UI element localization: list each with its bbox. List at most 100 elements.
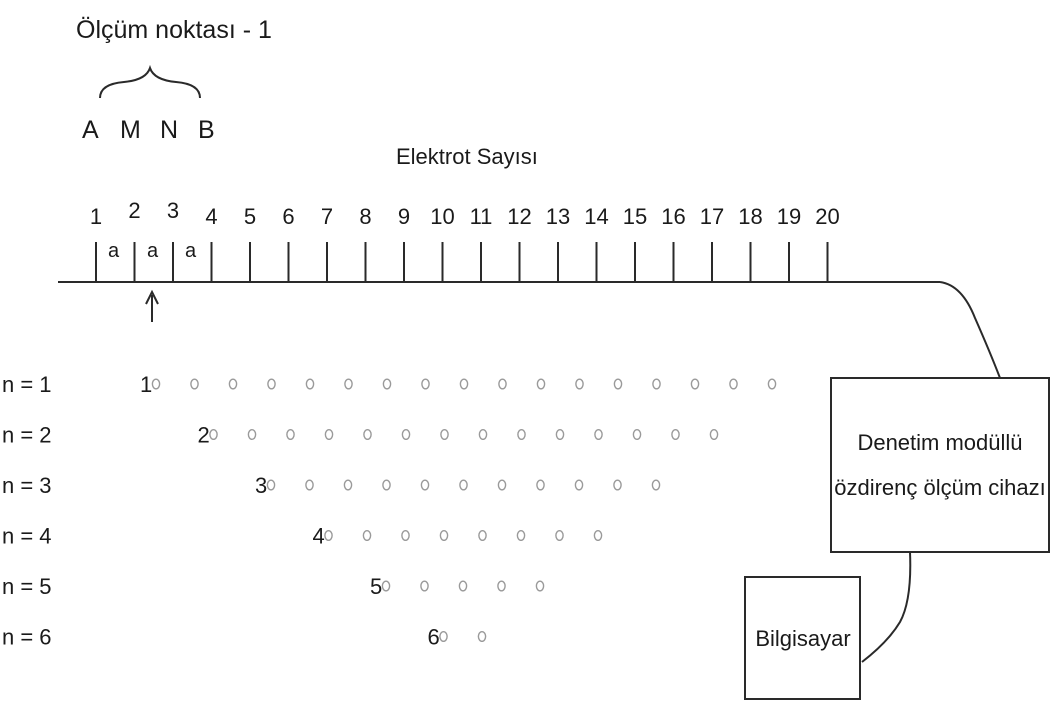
level-label-n4: n = 4	[2, 524, 52, 549]
measurement-point	[535, 580, 545, 592]
measurement-point	[305, 378, 315, 390]
measurement-point	[266, 479, 276, 491]
measurement-point	[420, 479, 430, 491]
measurement-point	[709, 429, 719, 441]
spacing-label-2: a	[147, 240, 159, 262]
measurement-point	[555, 429, 565, 441]
measurement-point	[439, 631, 448, 643]
measurement-point	[594, 429, 603, 441]
measurement-point	[652, 378, 661, 390]
measurement-point	[363, 429, 372, 441]
computer-box	[744, 576, 861, 700]
electrode-number-15: 15	[623, 204, 647, 229]
measurement-point	[401, 429, 411, 441]
electrode-number-4: 4	[205, 204, 217, 229]
electrode-number-3: 3	[167, 198, 179, 223]
measurement-point	[574, 479, 584, 491]
measurement-arrow-head	[145, 289, 159, 305]
measurement-point	[690, 378, 700, 390]
level-label-n1: n = 1	[2, 372, 52, 397]
measurement-point	[382, 378, 392, 390]
measurement-point	[498, 378, 507, 390]
measurement-point	[305, 479, 314, 491]
measurement-point	[536, 378, 546, 390]
measurement-brace	[99, 64, 201, 99]
electrode-number-6: 6	[282, 204, 294, 229]
electrode-letter-n: N	[160, 116, 178, 144]
cable-to-device	[939, 281, 1001, 379]
level-start-2: 2	[198, 423, 210, 448]
electrode-number-17: 17	[700, 204, 724, 229]
measurement-point	[267, 378, 276, 390]
electrode-number-14: 14	[584, 204, 608, 229]
level-label-n2: n = 2	[2, 423, 52, 448]
electrode-number-20: 20	[815, 204, 839, 229]
measurement-point	[344, 378, 353, 390]
electrode-letter-b: B	[198, 116, 215, 144]
measurement-point	[362, 530, 372, 542]
measurement-point	[729, 378, 738, 390]
level-label-n3: n = 3	[2, 473, 52, 498]
level-start-1: 1	[140, 372, 152, 397]
resistivity-device-box	[830, 377, 1050, 553]
level-label-n5: n = 5	[2, 574, 52, 599]
measurement-point	[440, 429, 449, 441]
measurement-point	[324, 530, 333, 542]
measurement-point	[477, 631, 487, 643]
measurement-point	[497, 580, 506, 592]
measurement-point	[478, 530, 487, 542]
electrode-number-9: 9	[398, 204, 410, 229]
measurement-point	[536, 479, 545, 491]
electrode-number-18: 18	[738, 204, 762, 229]
electrode-number-13: 13	[546, 204, 570, 229]
measurement-point	[151, 378, 161, 390]
measurement-point	[286, 429, 295, 441]
measurement-point	[324, 429, 334, 441]
measurement-point	[459, 378, 469, 390]
electrode-number-10: 10	[430, 204, 454, 229]
measurement-point	[420, 580, 429, 592]
measurement-point	[671, 429, 680, 441]
cable-to-computer	[861, 551, 912, 663]
electrode-number-11: 11	[470, 204, 493, 229]
measurement-point	[517, 429, 526, 441]
level-start-4: 4	[313, 524, 325, 549]
spacing-label-1: a	[108, 240, 120, 262]
electrode-letter-a: A	[82, 116, 99, 144]
spacing-label-3: a	[185, 240, 197, 262]
electrode-number-16: 16	[661, 204, 685, 229]
device-label-line2: özdirenç ölçüm cihazı	[834, 475, 1046, 500]
level-start-6: 6	[428, 625, 440, 650]
measurement-point	[613, 378, 623, 390]
electrode-number-5: 5	[244, 204, 256, 229]
measurement-point	[593, 530, 603, 542]
electrode-count-title: Elektrot Sayısı	[396, 144, 538, 169]
electrode-number-8: 8	[359, 204, 371, 229]
measurement-point	[459, 479, 468, 491]
computer-label: Bilgisayar	[755, 626, 850, 651]
measurement-point	[632, 429, 642, 441]
measurement-point	[575, 378, 584, 390]
electrode-number-12: 12	[507, 204, 531, 229]
measurement-point	[343, 479, 353, 491]
measurement-point	[458, 580, 468, 592]
measurement-point	[228, 378, 238, 390]
measurement-point	[651, 479, 661, 491]
measurement-point	[478, 429, 488, 441]
measurement-point-title: Ölçüm noktası - 1	[76, 16, 272, 44]
measurement-point	[421, 378, 430, 390]
measurement-point	[767, 378, 777, 390]
level-start-3: 3	[255, 473, 267, 498]
measurement-point	[439, 530, 449, 542]
measurement-point	[401, 530, 410, 542]
measurement-point	[516, 530, 526, 542]
measurement-point	[209, 429, 218, 441]
electrode-letter-m: M	[120, 116, 141, 144]
measurement-point	[247, 429, 257, 441]
electrode-number-1: 1	[90, 204, 102, 229]
level-start-5: 5	[370, 574, 382, 599]
device-label-line1: Denetim modüllü	[857, 430, 1022, 455]
